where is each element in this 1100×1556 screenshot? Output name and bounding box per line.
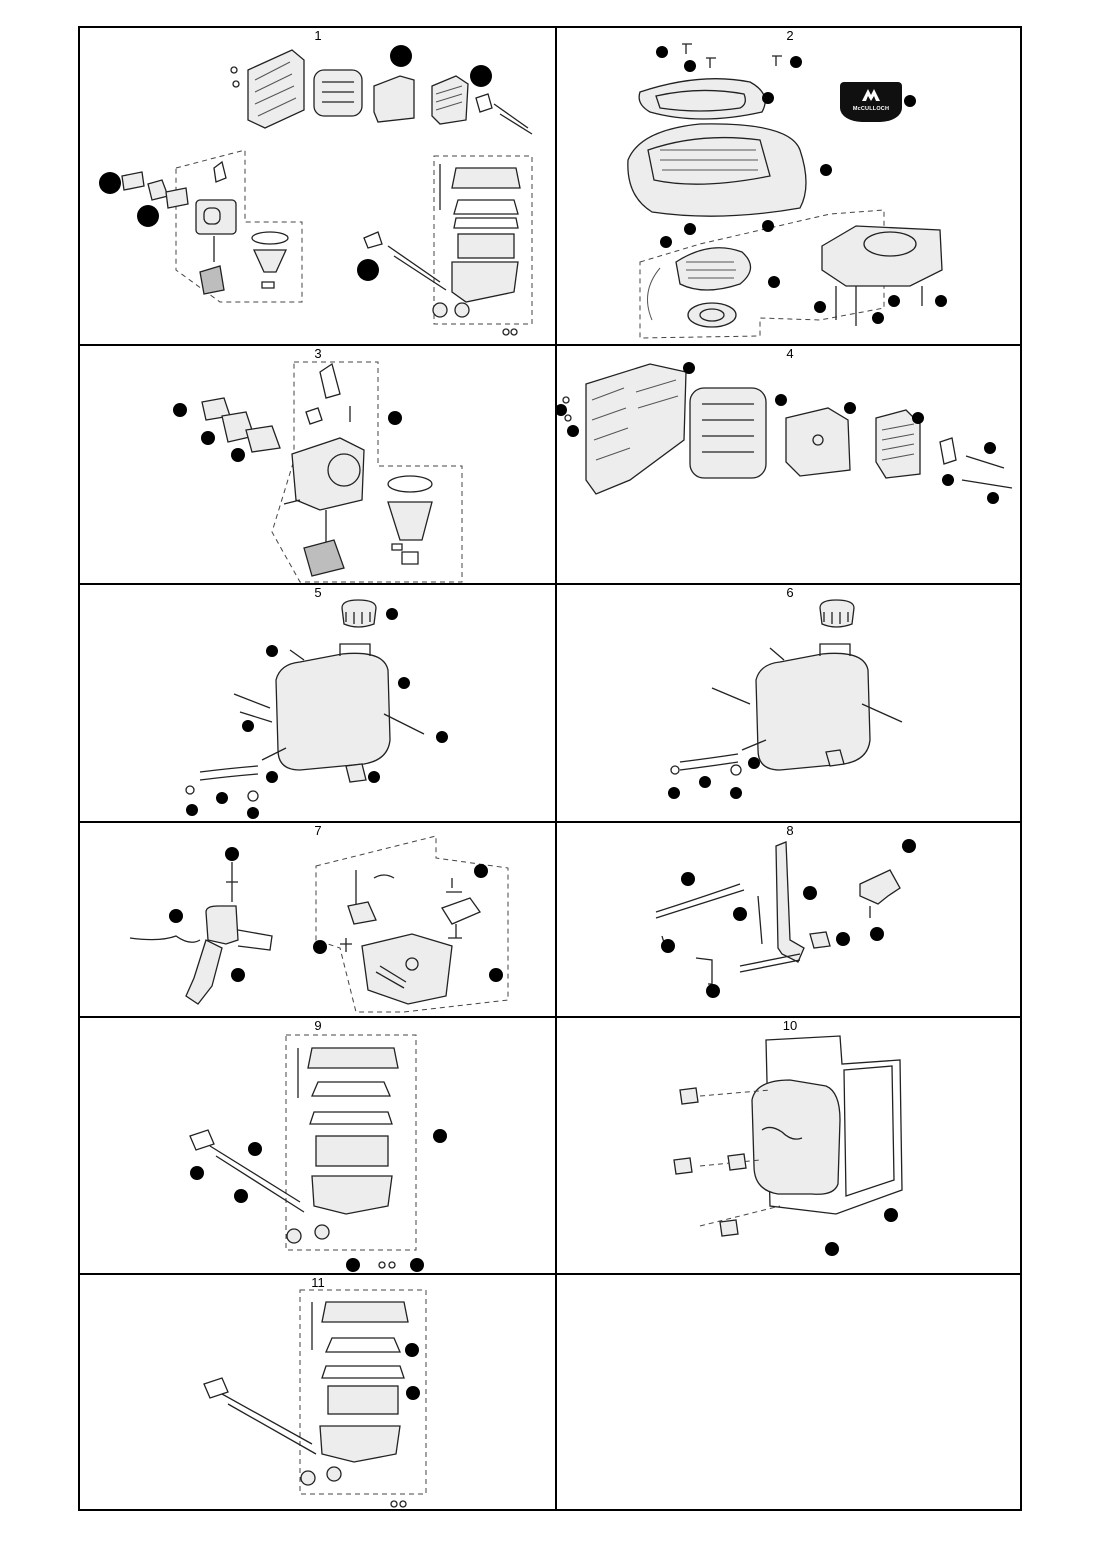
panel-number: 1 [314, 28, 322, 43]
panel-5-drawing [185, 599, 448, 819]
logo-text: McCULLOCH [852, 106, 890, 112]
panel-7: 7 [80, 823, 557, 1018]
panel-9-drawing [189, 1034, 447, 1272]
panel-number: 11 [311, 1275, 325, 1290]
panel-6: 6 [557, 585, 1020, 823]
mcculloch-logo-decal: McCULLOCH [840, 82, 902, 122]
panel-10: 10 [557, 1018, 1020, 1275]
panel-1-drawing [99, 45, 533, 336]
panel-number: 2 [786, 28, 794, 43]
panel-number: 4 [786, 346, 794, 361]
panel-number: 3 [314, 346, 322, 361]
panel-7-drawing [129, 835, 509, 1013]
panel-3: 3 [80, 346, 557, 585]
panel-number: 8 [786, 823, 794, 838]
panel-4: 4 [557, 346, 1020, 585]
panel-number: 9 [314, 1018, 322, 1033]
brand-mark-icon [862, 89, 880, 101]
panel-2-drawing [627, 43, 947, 339]
panel-4-drawing [555, 362, 1013, 504]
logo-background [840, 82, 902, 122]
panel-8-drawing [655, 839, 916, 998]
panel-1: 1 [80, 28, 557, 346]
panel-11-drawing [203, 1289, 427, 1508]
panel-number: 6 [786, 585, 794, 600]
panel-5: 5 [80, 585, 557, 823]
panel-3-drawing [173, 361, 463, 583]
panel-number: 10 [782, 1018, 798, 1033]
panel-6-drawing [668, 599, 903, 799]
panel-11: 11 [80, 1275, 557, 1511]
panel-number: 5 [314, 585, 322, 600]
panel-2: 2 [557, 28, 1020, 346]
panel-8: 8 [557, 823, 1020, 1018]
parts-diagram-grid: 1 2 3 4 5 6 7 8 9 10 11 [78, 26, 1022, 1511]
panel-9: 9 [80, 1018, 557, 1275]
panel-number: 7 [314, 823, 322, 838]
panel-10-drawing [673, 1035, 903, 1256]
